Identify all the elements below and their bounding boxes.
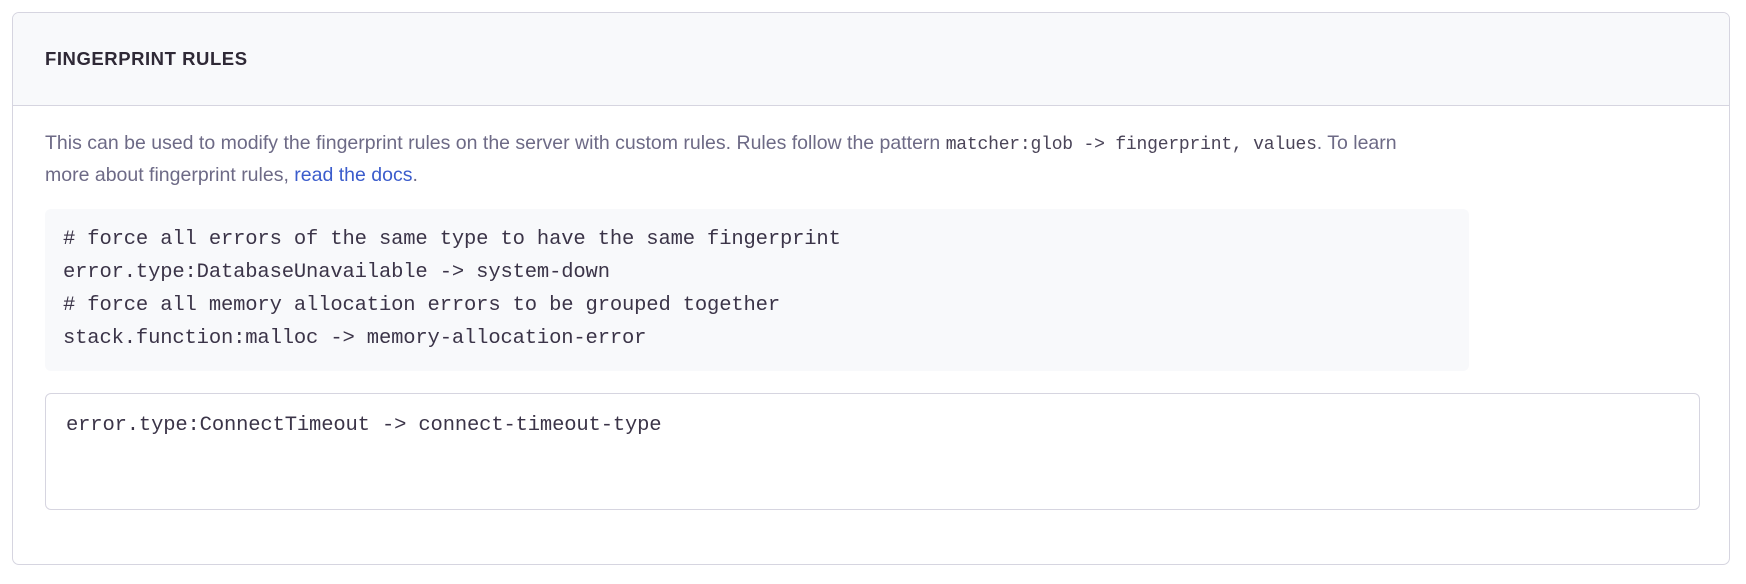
panel-body: This can be used to modify the fingerpri… bbox=[13, 106, 1729, 510]
code-line: # force all memory allocation errors to … bbox=[63, 294, 780, 317]
panel-description: This can be used to modify the fingerpri… bbox=[45, 128, 1445, 190]
code-line: error.type:DatabaseUnavailable -> system… bbox=[63, 261, 610, 284]
code-line: # force all errors of the same type to h… bbox=[63, 228, 841, 251]
panel-header: FINGERPRINT RULES bbox=[13, 13, 1729, 106]
fingerprint-rules-panel: FINGERPRINT RULES This can be used to mo… bbox=[12, 12, 1730, 565]
description-text-after: . To learn more about fingerprint rules, bbox=[45, 132, 1397, 186]
description-text-end: . bbox=[412, 164, 418, 186]
fingerprint-rules-input[interactable] bbox=[45, 393, 1700, 510]
inline-code-pattern: matcher:glob -> fingerprint, values bbox=[945, 135, 1317, 155]
page-title: FINGERPRINT RULES bbox=[45, 48, 248, 69]
code-line: stack.function:malloc -> memory-allocati… bbox=[63, 327, 647, 350]
description-text-before: This can be used to modify the fingerpri… bbox=[45, 132, 946, 154]
example-code-block: # force all errors of the same type to h… bbox=[45, 209, 1469, 371]
read-the-docs-link[interactable]: read the docs bbox=[294, 164, 413, 186]
